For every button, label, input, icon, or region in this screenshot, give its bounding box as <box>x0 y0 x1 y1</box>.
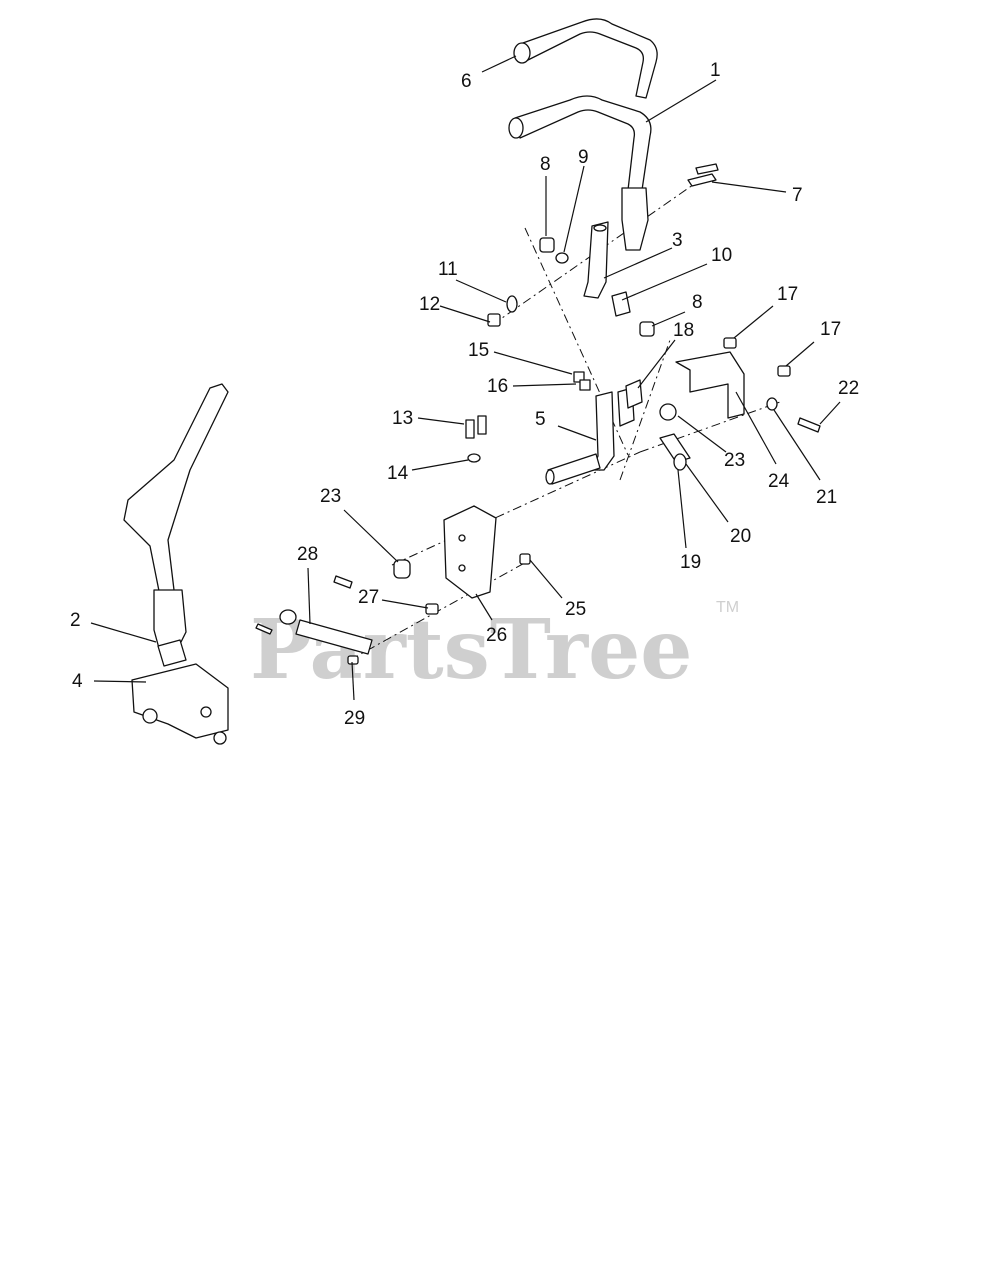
callout-24[interactable]: 24 <box>768 471 790 492</box>
callout-8-upper[interactable]: 8 <box>540 154 551 175</box>
callout-29[interactable]: 29 <box>344 708 365 729</box>
pivot-shaft-assembly <box>545 387 635 485</box>
handle-grip-upper <box>513 18 658 99</box>
callout-5[interactable]: 5 <box>535 409 546 430</box>
damper <box>279 575 373 655</box>
callout-9[interactable]: 9 <box>578 147 589 168</box>
nut-25 <box>519 553 531 565</box>
callout-1[interactable]: 1 <box>710 60 721 81</box>
locknut <box>487 313 501 327</box>
bushing-23-right <box>659 403 677 421</box>
bushing-23-left <box>393 559 411 579</box>
callout-27[interactable]: 27 <box>358 587 379 608</box>
leader-lines <box>90 55 841 701</box>
callouts: 1 2 3 4 5 6 7 8 8 9 10 11 12 13 14 15 16… <box>70 60 859 729</box>
callout-23-right[interactable]: 23 <box>724 450 745 471</box>
nut-cluster <box>573 371 591 391</box>
lever-arm <box>583 221 609 299</box>
callout-6[interactable]: 6 <box>461 71 472 92</box>
washer-left <box>467 453 481 463</box>
callout-15[interactable]: 15 <box>468 340 489 361</box>
bushing-upper <box>539 237 555 253</box>
callout-17-upper[interactable]: 17 <box>777 284 798 305</box>
fitting-29 <box>255 623 359 665</box>
callout-3[interactable]: 3 <box>672 230 683 251</box>
callout-11[interactable]: 11 <box>438 259 458 280</box>
callout-25[interactable]: 25 <box>565 599 586 620</box>
fitting-27 <box>425 603 439 615</box>
callout-8-lower[interactable]: 8 <box>692 292 703 313</box>
clevis-pin <box>659 433 691 471</box>
callout-17-lower[interactable]: 17 <box>820 319 841 340</box>
callout-18[interactable]: 18 <box>673 320 694 341</box>
spacer <box>611 291 631 317</box>
callout-13[interactable]: 13 <box>392 408 413 429</box>
washer-small <box>506 295 518 313</box>
bolt-small-pair <box>465 415 487 439</box>
mounting-plate <box>443 505 497 599</box>
callout-19[interactable]: 19 <box>680 552 701 573</box>
bushing-lower <box>639 321 655 337</box>
washer-upper <box>555 252 569 264</box>
bolt-22 <box>797 417 821 433</box>
callout-28[interactable]: 28 <box>297 544 318 565</box>
callout-26[interactable]: 26 <box>486 625 507 646</box>
bolt-17-upper <box>723 337 737 349</box>
watermark-trademark: TM <box>716 599 739 616</box>
control-handle-left <box>123 383 229 653</box>
callout-23-left[interactable]: 23 <box>320 486 341 507</box>
mounting-bracket <box>675 351 745 419</box>
callout-12[interactable]: 12 <box>419 294 440 315</box>
callout-22[interactable]: 22 <box>838 378 859 399</box>
bolt-17-lower <box>777 365 791 377</box>
callout-7[interactable]: 7 <box>792 185 803 206</box>
pivot-base-left <box>131 639 229 745</box>
callout-21[interactable]: 21 <box>816 487 837 508</box>
callout-4[interactable]: 4 <box>72 671 83 692</box>
bolt-pair <box>687 163 719 187</box>
control-handle-right <box>508 95 652 251</box>
watermark-text: PartsTree <box>250 602 692 698</box>
callout-10[interactable]: 10 <box>711 245 732 266</box>
sleeve <box>625 379 643 409</box>
callout-20[interactable]: 20 <box>730 526 751 547</box>
callout-2[interactable]: 2 <box>70 610 81 631</box>
callout-16[interactable]: 16 <box>487 376 508 397</box>
washer-21 <box>766 397 778 411</box>
callout-14[interactable]: 14 <box>387 463 409 484</box>
